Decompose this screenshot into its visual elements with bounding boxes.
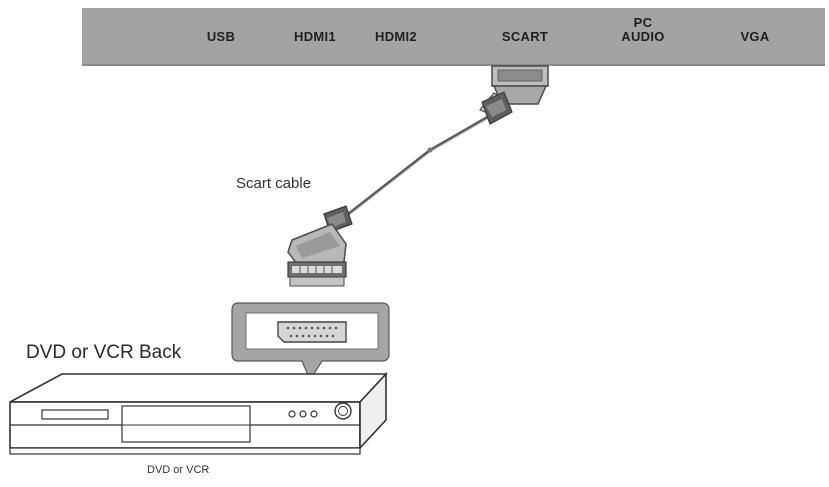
device-button-1 [288, 410, 296, 418]
device-top [9, 373, 388, 403]
port-label-hdmi2: HDMI2 [375, 29, 417, 44]
scart-cable-label: Scart cable [236, 175, 312, 192]
scart-socket-callout [231, 302, 390, 382]
port-label-pc-audio: PC AUDIO [621, 15, 665, 44]
device-back-label: DVD or VCR Back [26, 342, 182, 363]
scart-socket-pins [286, 326, 338, 338]
scart-cable [334, 110, 498, 228]
device-button-3 [310, 410, 318, 418]
scart-plug-tv [479, 65, 549, 125]
device-feet-strip [9, 447, 361, 455]
scart-socket [277, 321, 347, 343]
device-button-2 [299, 410, 307, 418]
port-label-usb: USB [206, 29, 236, 44]
disc-tray [41, 409, 109, 420]
scart-cable-highlight [347, 113, 497, 217]
device-caption: DVD or VCR [147, 464, 210, 476]
cable-ferrite-bead [427, 147, 433, 153]
port-label-hdmi1: HDMI1 [294, 29, 336, 44]
power-knob [334, 402, 352, 420]
scart-plug-device [287, 205, 353, 287]
tv-connector-panel: USB HDMI1 HDMI2 SCART PC AUDIO VGA [82, 8, 825, 66]
cassette-slot [121, 405, 251, 443]
dvd-vcr-device [9, 371, 388, 455]
port-label-scart: SCART [501, 29, 549, 44]
device-side [359, 371, 387, 451]
port-label-vga: VGA [740, 29, 770, 44]
